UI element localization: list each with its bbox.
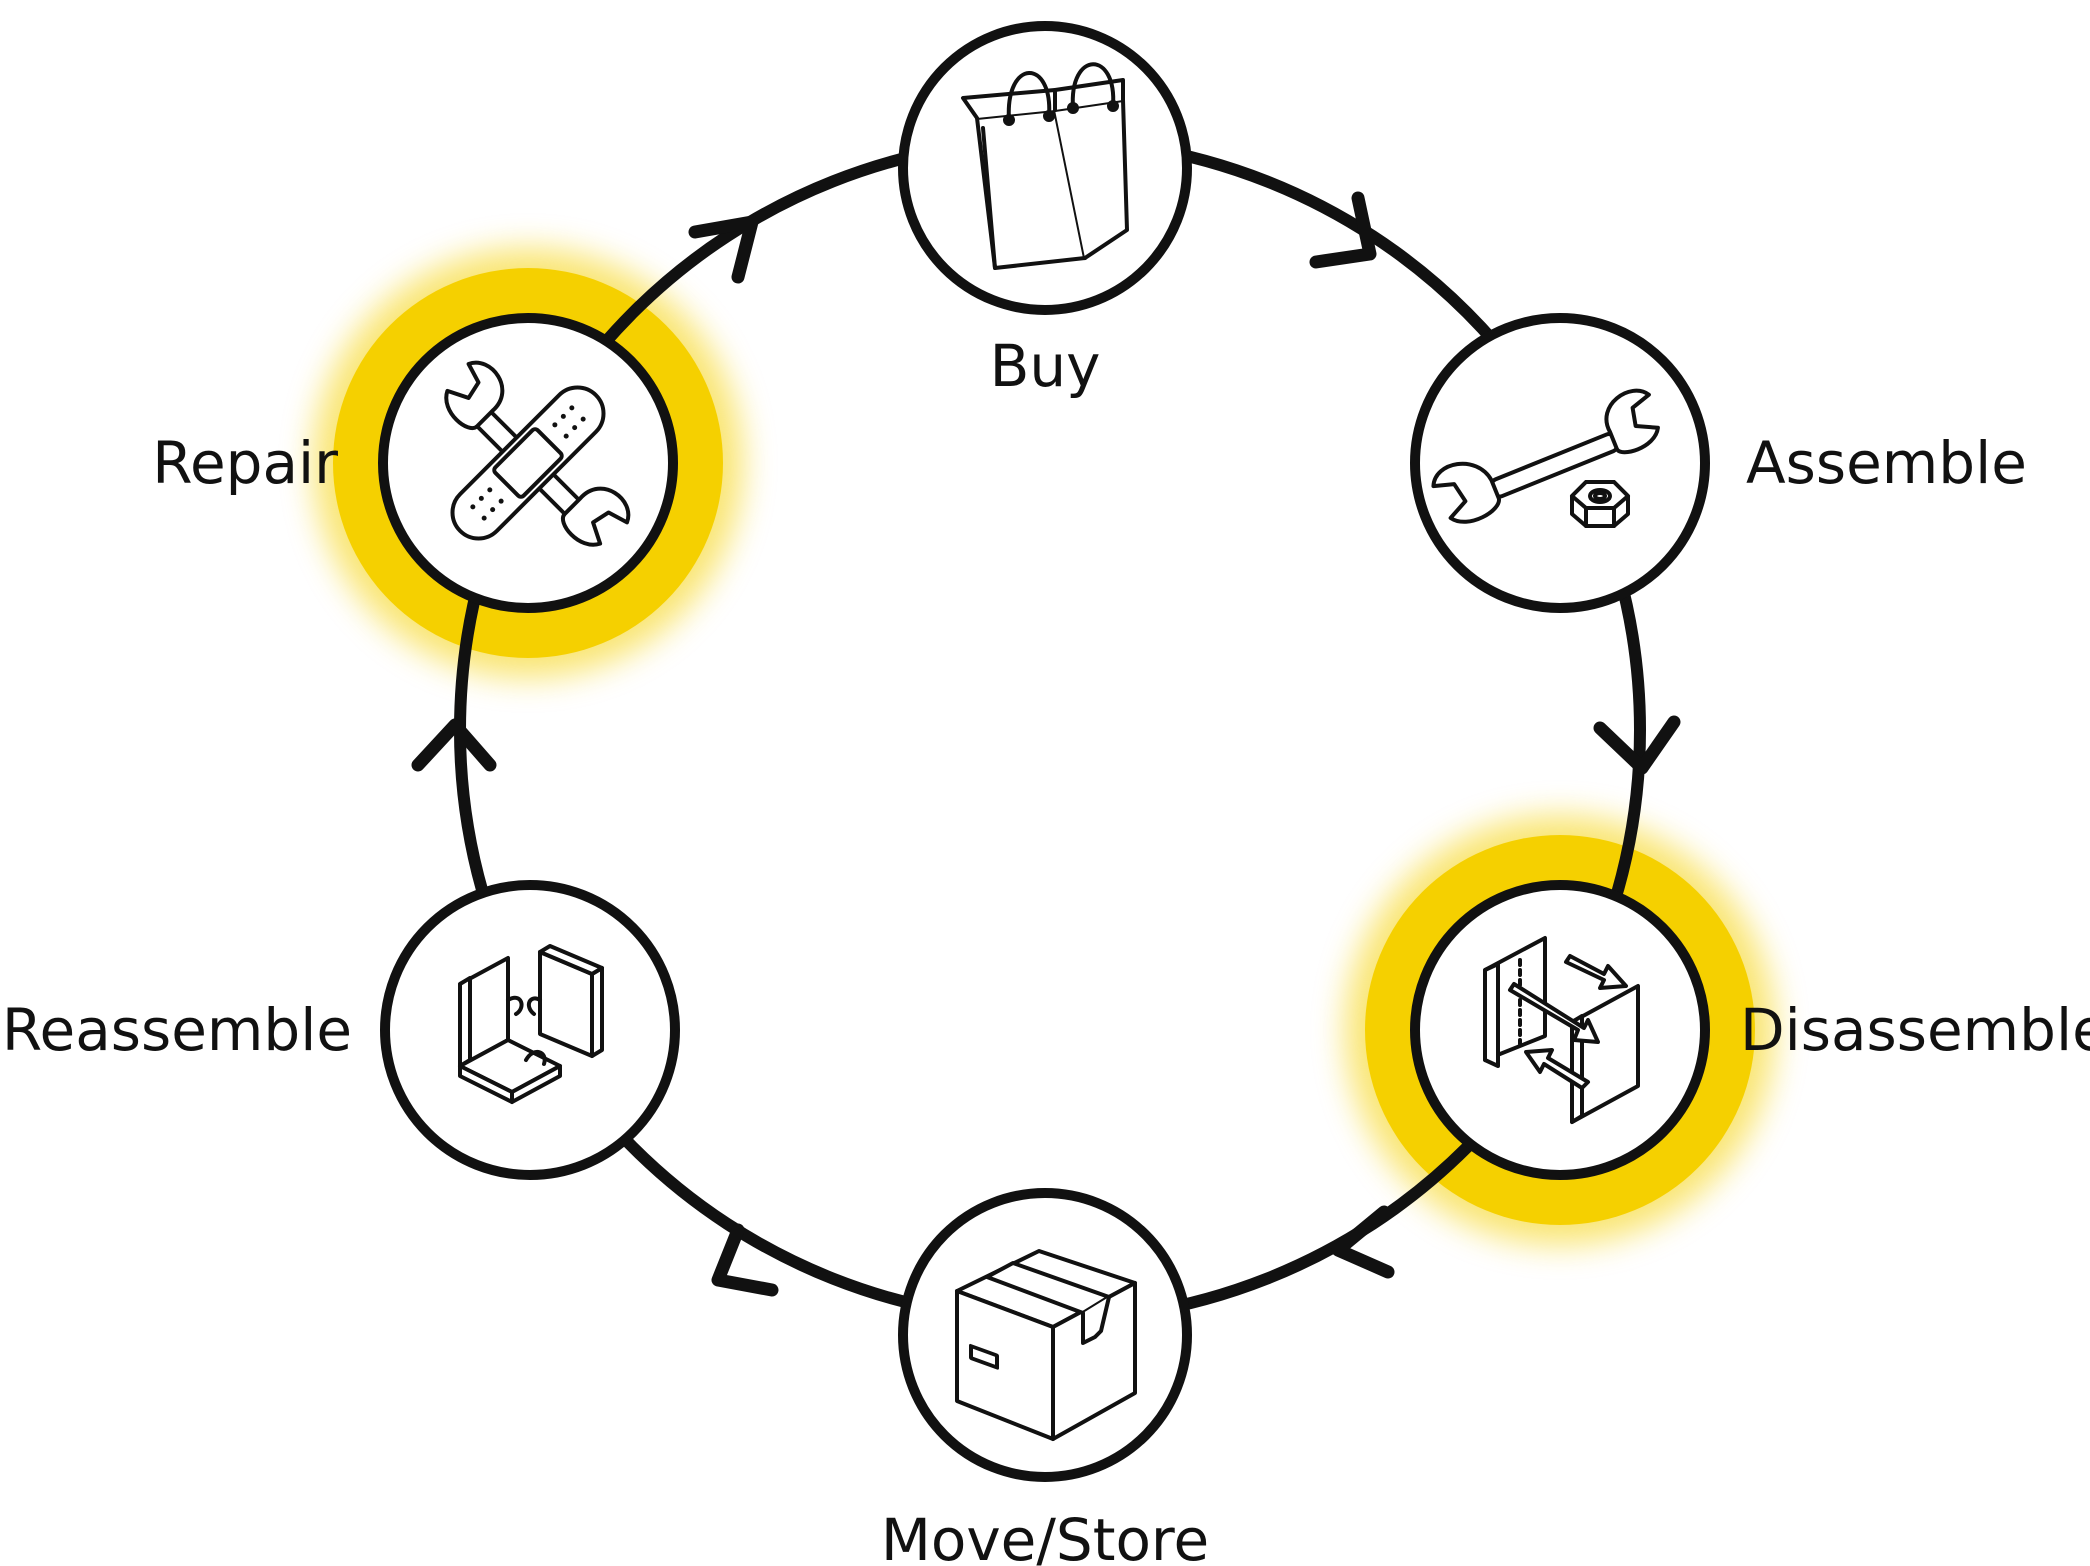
arrow-reassemble-to-repair: [411, 718, 497, 772]
arrow-assemble-to-disassemble: [1593, 715, 1681, 775]
arrow-disassemble-to-move: [1331, 1205, 1395, 1279]
wrench-and-bandage-icon: [444, 360, 631, 547]
shopping-bag-icon: [961, 62, 1129, 270]
label-assemble: Assemble: [1746, 429, 2027, 497]
separating-panels-icon: [1483, 936, 1640, 1124]
arrow-repair-to-buy: [688, 215, 759, 284]
label-disassemble: Disassemble: [1740, 996, 2090, 1064]
wrench-and-nut-icon: [1431, 388, 1660, 528]
cardboard-box-icon: [955, 1249, 1137, 1441]
label-reassemble: Reassemble: [2, 996, 352, 1064]
node-circle-disassemble[interactable]: [1410, 880, 1710, 1180]
label-buy: Buy: [990, 332, 1101, 400]
node-circle-reassemble[interactable]: [380, 880, 680, 1180]
label-repair: Repair: [152, 429, 338, 497]
label-move-store: Move/Store: [881, 1506, 1209, 1566]
arrow-move-to-reassemble: [711, 1223, 779, 1297]
arrow-buy-to-assemble: [1309, 191, 1377, 269]
puzzle-panels-icon: [458, 944, 604, 1104]
